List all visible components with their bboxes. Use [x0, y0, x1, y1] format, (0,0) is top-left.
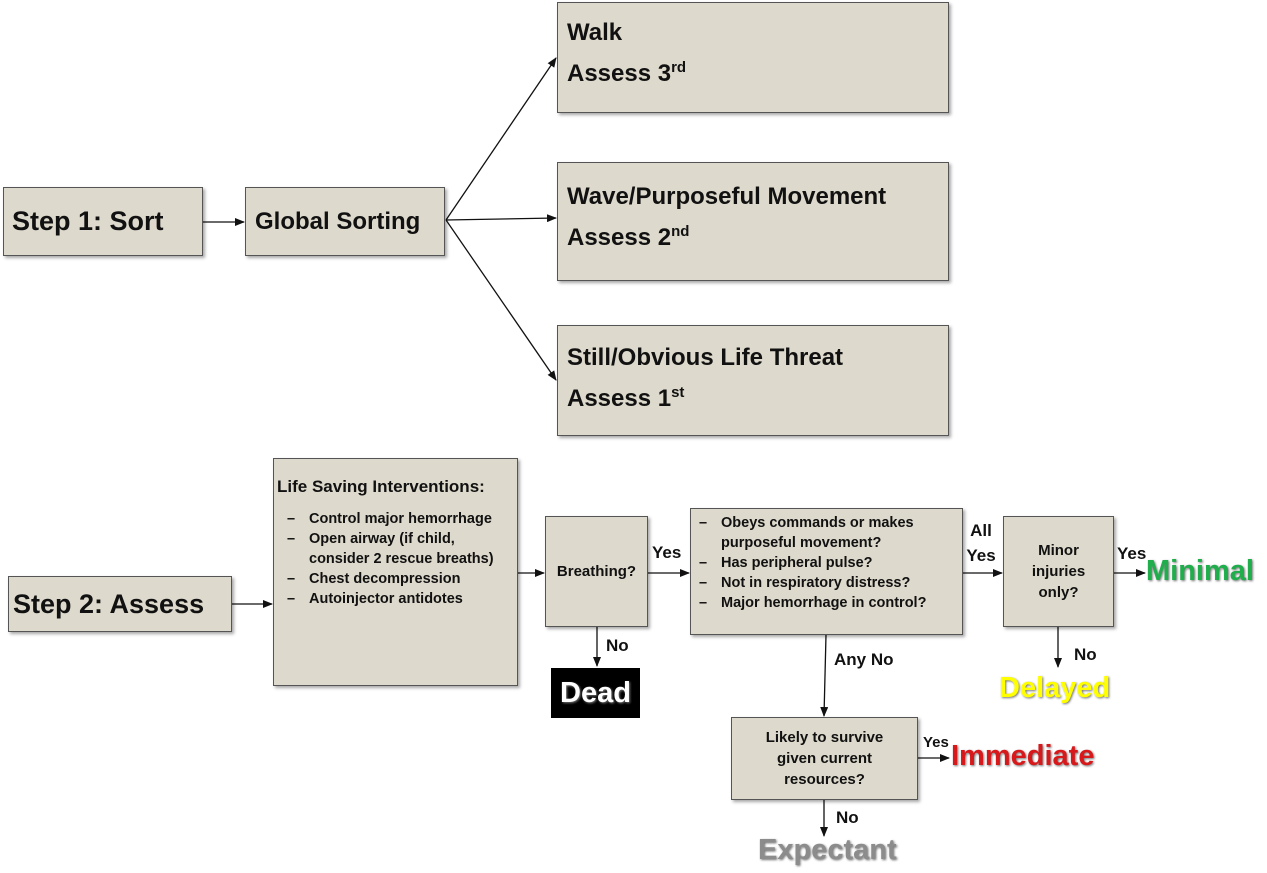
- likely-survive-box: Likely to survive given current resource…: [731, 717, 918, 800]
- lsi-box: Life Saving Interventions: Control major…: [273, 458, 518, 686]
- breathing-box: Breathing?: [545, 516, 648, 627]
- question-item: Major hemorrhage in control?: [699, 593, 962, 613]
- wave-title: Wave/Purposeful Movement: [567, 183, 887, 210]
- lsi-item: Control major hemorrhage: [287, 509, 517, 529]
- questions-box: Obeys commands or makes purposeful movem…: [690, 508, 963, 635]
- lsi-item: Autoinjector antidotes: [287, 589, 517, 609]
- lsi-list: Control major hemorrhage Open airway (if…: [277, 509, 517, 609]
- question-item: Not in respiratory distress?: [699, 573, 962, 593]
- label-all-yes: All Yes: [966, 521, 996, 565]
- outcome-immediate: Immediate: [951, 740, 1095, 772]
- outcome-delayed: Delayed: [999, 672, 1111, 704]
- arrow-global-to-walk: [445, 57, 557, 221]
- walk-title: Walk: [567, 19, 623, 46]
- label-no-likely: No: [836, 808, 859, 827]
- step2-label: Step 2: Assess: [13, 588, 205, 619]
- lsi-item: Chest decompression: [287, 569, 517, 589]
- still-assess: Assess 1st: [567, 384, 685, 412]
- global-sorting-label: Global Sorting: [255, 207, 421, 235]
- lsi-title: Life Saving Interventions:: [277, 477, 485, 496]
- label-yes-minor: Yes: [1117, 544, 1147, 563]
- questions-list: Obeys commands or makes purposeful movem…: [691, 513, 962, 613]
- label-yes-likely: Yes: [923, 734, 949, 751]
- label-any-no: Any No: [834, 650, 894, 669]
- outcome-minimal: Minimal: [1146, 555, 1254, 587]
- walk-box: Walk Assess 3rd: [557, 2, 949, 113]
- still-title: Still/Obvious Life Threat: [567, 344, 844, 371]
- dead-label: Dead: [560, 676, 631, 709]
- wave-box: Wave/Purposeful Movement Assess 2nd: [557, 162, 949, 281]
- step2-assess-box: Step 2: Assess: [8, 576, 232, 632]
- question-item: Has peripheral pulse?: [699, 553, 962, 573]
- minor-injuries-box: Minor injuries only?: [1003, 516, 1114, 627]
- outcome-dead: Dead: [551, 668, 640, 718]
- breathing-label: Breathing?: [556, 563, 637, 580]
- question-item: Obeys commands or makes purposeful movem…: [699, 513, 962, 553]
- outcome-expectant: Expectant: [758, 834, 897, 866]
- arrow-global-to-wave: [445, 214, 557, 223]
- arrow-questions-anyno: [820, 634, 829, 717]
- still-box: Still/Obvious Life Threat Assess 1st: [557, 325, 949, 436]
- lsi-item: Open airway (if child, consider 2 rescue…: [287, 529, 517, 569]
- walk-assess: Assess 3rd: [567, 59, 687, 87]
- wave-assess: Assess 2nd: [567, 223, 690, 251]
- minor-injuries-label: Minor injuries only?: [1031, 542, 1086, 601]
- label-no-breathing: No: [606, 636, 629, 655]
- label-no-minor: No: [1074, 645, 1097, 664]
- step1-sort-box: Step 1: Sort: [3, 187, 203, 256]
- label-yes-breathing: Yes: [652, 543, 682, 562]
- step1-label: Step 1: Sort: [12, 206, 164, 236]
- global-sorting-box: Global Sorting: [245, 187, 445, 256]
- likely-survive-label: Likely to survive given current resource…: [765, 729, 884, 788]
- arrow-global-to-still: [445, 219, 557, 381]
